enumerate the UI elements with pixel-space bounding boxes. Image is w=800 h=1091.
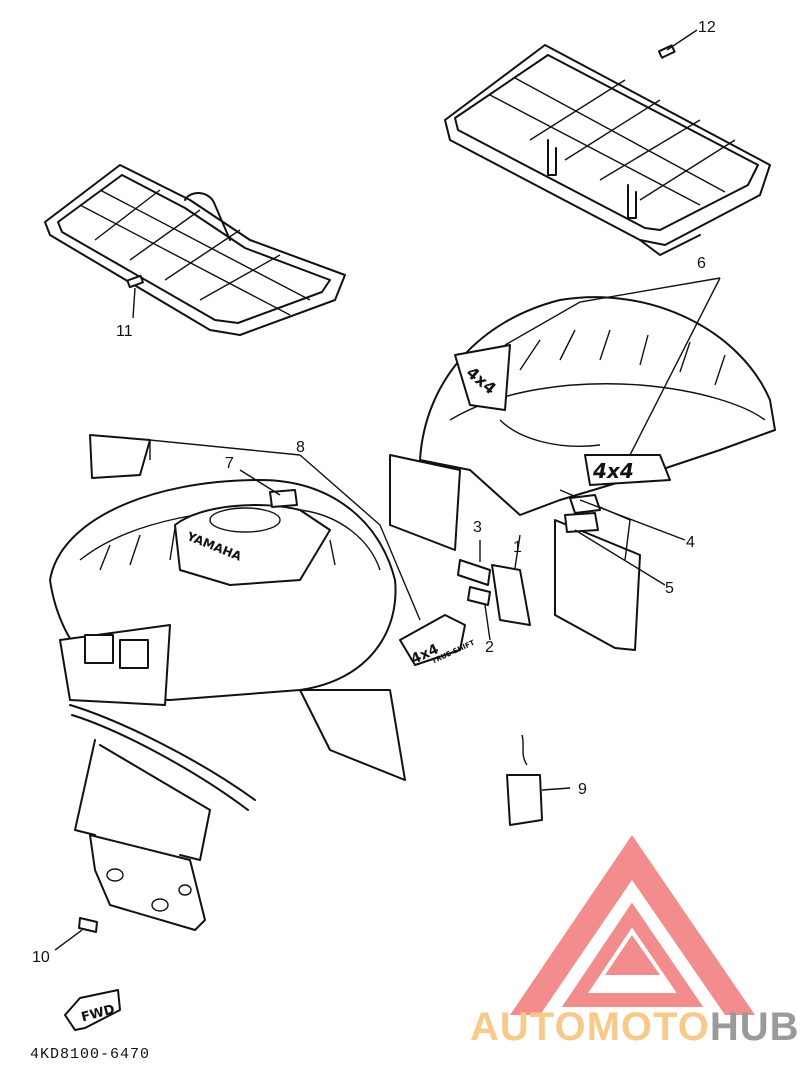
callout-11: 11 (116, 323, 133, 340)
leader-lines (54, 29, 721, 951)
callout-12: 12 (698, 19, 716, 36)
watermark-word-hub: HUB (709, 1005, 800, 1049)
watermark-wordmark: AUTOMOTOHUB (470, 1005, 800, 1050)
callout-8: 8 (296, 439, 305, 456)
rear-carrier (444, 44, 771, 256)
front-fender: YAMAHA 4x4 TRUE·SHIFT (49, 434, 476, 781)
small-decals (457, 559, 531, 626)
fwd-arrow: FWD (64, 989, 121, 1031)
front-guard (69, 704, 256, 933)
part-code: 4KD8100-6470 (30, 1046, 151, 1063)
callout-labels: 1 2 3 4 5 6 7 8 9 10 11 12 (32, 19, 716, 966)
callout-1: 1 (513, 539, 522, 556)
fender-decal-4x4-side: 4x4 (592, 459, 634, 483)
callout-7: 7 (225, 455, 234, 472)
callout-6: 6 (697, 255, 706, 272)
callout-2: 2 (485, 639, 494, 656)
callout-4: 4 (686, 534, 695, 551)
front-carrier (44, 164, 346, 336)
callout-5: 5 (665, 580, 674, 597)
callout-9: 9 (578, 781, 587, 798)
hanging-tag (506, 734, 543, 826)
watermark-word-moto: MOTO (586, 1005, 710, 1049)
watermark-logo (510, 835, 755, 1015)
callout-10: 10 (32, 949, 50, 966)
callout-3: 3 (473, 519, 482, 536)
rear-fender: 4x4 4x4 (389, 296, 776, 651)
watermark-word-auto: AUTO (470, 1005, 587, 1049)
